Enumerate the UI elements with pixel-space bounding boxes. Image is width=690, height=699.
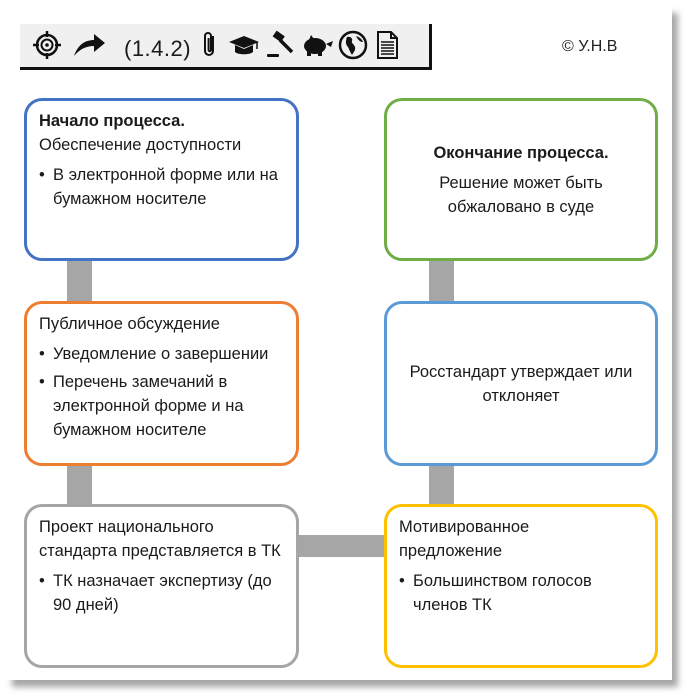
document-icon[interactable] <box>374 30 400 60</box>
step-proposal: Мотивированное предложение Большинством … <box>384 504 658 668</box>
step-title: Мотивированное предложение <box>399 518 530 560</box>
bullet-item: ТК назначает экспертизу (до 90 дней) <box>39 569 284 617</box>
connector-discussion-project <box>67 462 92 508</box>
copyright-label: © У.Н.В <box>562 38 618 55</box>
piggy-bank-icon[interactable] <box>300 30 334 60</box>
connector-start-discussion <box>67 258 92 304</box>
share-arrow-icon[interactable] <box>72 30 106 60</box>
target-icon[interactable] <box>32 30 62 60</box>
step-bullets: В электронной форме или на бумажном носи… <box>39 163 284 211</box>
paperclip-icon[interactable] <box>200 30 220 60</box>
version-label: (1.4.2) <box>124 36 192 61</box>
step-start: Начало процесса. Обеспечение доступности… <box>24 98 299 261</box>
step-bullets: ТК назначает экспертизу (до 90 дней) <box>39 569 284 617</box>
gavel-icon[interactable] <box>265 30 295 60</box>
step-project: Проект национального стандарта представл… <box>24 504 299 668</box>
step-title: Проект национального стандарта представл… <box>39 518 281 560</box>
connector-project-proposal <box>294 535 387 557</box>
step-title: Публичное обсуждение <box>39 315 220 333</box>
step-bullets: Большинством голосов членов ТК <box>399 569 643 617</box>
step-bullets: Уведомление о завершении Перечень замеча… <box>39 342 284 442</box>
step-discussion: Публичное обсуждение Уведомление о завер… <box>24 301 299 466</box>
step-title: Окончание процесса. <box>433 143 609 162</box>
step-subtitle: Обеспечение доступности <box>39 136 242 154</box>
connector-proposal-approval <box>429 462 454 508</box>
step-subtitle: Решение может быть обжаловано в суде <box>439 173 603 216</box>
bullet-item: Большинством голосов членов ТК <box>399 569 643 617</box>
toolbar: (1.4.2) <box>20 24 432 70</box>
connector-approval-end <box>429 258 454 304</box>
bullet-item: Уведомление о завершении <box>39 342 284 366</box>
bullet-item: В электронной форме или на бумажном носи… <box>39 163 284 211</box>
step-title: Росстандарт утверждает или отклоняет <box>409 362 633 405</box>
step-end: Окончание процесса. Решение может быть о… <box>384 98 658 261</box>
graduation-cap-icon[interactable] <box>228 30 260 60</box>
bullet-item: Перечень замечаний в электронной форме и… <box>39 370 284 442</box>
globe-icon[interactable] <box>338 30 368 60</box>
step-title: Начало процесса. <box>39 112 185 130</box>
step-approval: Росстандарт утверждает или отклоняет <box>384 301 658 466</box>
